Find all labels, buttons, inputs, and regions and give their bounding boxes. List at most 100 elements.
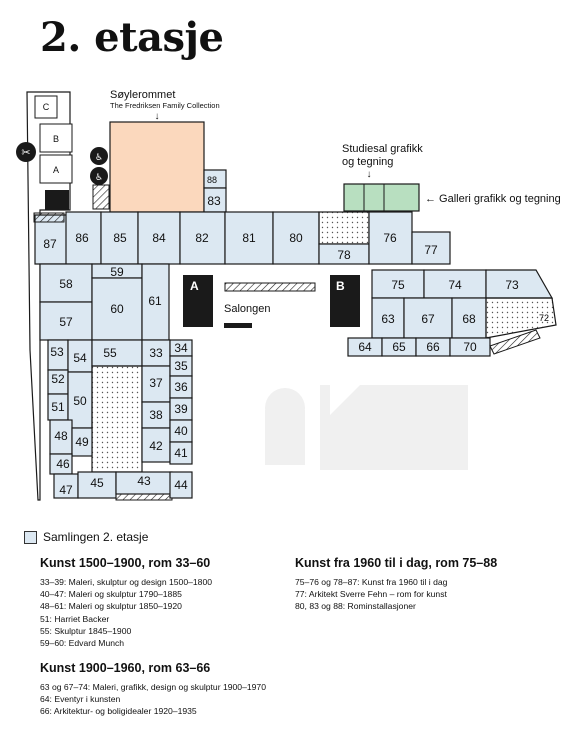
room-label: 45 bbox=[90, 476, 104, 490]
stairs-elevator-icon bbox=[45, 190, 69, 210]
room-label: 38 bbox=[149, 408, 163, 422]
section-item: 51: Harriet Backer bbox=[40, 613, 110, 624]
studiesal-label-1: Studiesal grafikk bbox=[342, 143, 423, 155]
studiesal-label-2: og tegning bbox=[342, 156, 393, 168]
section-1900-1960: Kunst 1900–1960, rom 63–66 63 og 67–74: … bbox=[40, 661, 266, 718]
background-decoration bbox=[265, 385, 468, 470]
west-block bbox=[39, 263, 170, 341]
room-label: 63 bbox=[381, 312, 395, 326]
service-rooms: C B A bbox=[34, 95, 73, 184]
room-label: 80 bbox=[289, 231, 303, 245]
stairs-b-label: B bbox=[336, 279, 345, 293]
room-label: 85 bbox=[113, 231, 127, 245]
section-item: 75–76 og 78–87: Kunst fra 1960 til i dag bbox=[295, 577, 448, 587]
room-label: 54 bbox=[73, 351, 87, 365]
scissors-icon: ✂ bbox=[16, 142, 36, 162]
north-gallery-row bbox=[33, 211, 451, 265]
salongen-label: Salongen bbox=[224, 303, 271, 315]
svg-text:♿: ♿ bbox=[95, 173, 103, 183]
room-label: 43 bbox=[137, 474, 151, 488]
down-arrow: ↓ bbox=[155, 111, 160, 122]
room-label: 49 bbox=[75, 435, 89, 449]
room-label: 50 bbox=[73, 394, 87, 408]
room-label: 44 bbox=[174, 478, 188, 492]
section-item: 66: Arkitektur- og boligidealer 1920–193… bbox=[40, 706, 197, 717]
room-label: 51 bbox=[51, 400, 65, 414]
room-label: 53 bbox=[50, 345, 64, 359]
svg-text:✂: ✂ bbox=[21, 146, 30, 159]
room-label: 34 bbox=[174, 341, 188, 355]
room-label: 74 bbox=[448, 278, 462, 292]
room-label: 36 bbox=[174, 380, 188, 394]
room-label: 39 bbox=[174, 402, 188, 416]
room-label: 82 bbox=[195, 231, 209, 245]
section-item: 40–47: Maleri og skulptur 1790–1885 bbox=[40, 589, 182, 600]
room-label: 87 bbox=[43, 237, 57, 251]
room-label: 48 bbox=[54, 429, 68, 443]
room-label: 70 bbox=[463, 340, 477, 354]
section-item: 59–60: Edvard Munch bbox=[40, 638, 125, 649]
south-west-block bbox=[47, 339, 193, 501]
room-label: 65 bbox=[392, 340, 406, 354]
room-label: 88 bbox=[207, 175, 217, 185]
room-label: 66 bbox=[426, 340, 440, 354]
room-label: 75 bbox=[391, 278, 405, 292]
legend: Samlingen 2. etasje bbox=[24, 530, 148, 544]
section-item: 55: Skulptur 1845–1900 bbox=[40, 625, 132, 636]
down-arrow: ↓ bbox=[367, 169, 372, 180]
room-label: 58 bbox=[59, 277, 73, 291]
section-item: 63 og 67–74: Maleri, grafikk, design og … bbox=[40, 682, 266, 692]
room-label: 37 bbox=[149, 376, 163, 390]
stairs-a-label: A bbox=[190, 279, 199, 293]
section-heading: Kunst 1900–1960, rom 63–66 bbox=[40, 661, 211, 675]
room-label: 41 bbox=[174, 446, 188, 460]
page-title: 2. etasje bbox=[40, 14, 224, 61]
room-label: 77 bbox=[424, 243, 438, 257]
room-label: A bbox=[53, 165, 59, 175]
room-label: 81 bbox=[242, 231, 256, 245]
soylerommet-label: Søylerommet bbox=[110, 89, 175, 101]
room-label: 78 bbox=[337, 248, 351, 262]
room-label: 64 bbox=[358, 340, 372, 354]
svg-text:♿: ♿ bbox=[95, 153, 103, 163]
legend-label: Samlingen 2. etasje bbox=[43, 530, 149, 544]
galleri-grafikk bbox=[343, 183, 420, 212]
room-label: 47 bbox=[59, 483, 73, 497]
room-label: 52 bbox=[51, 372, 65, 386]
room-label: 73 bbox=[505, 278, 519, 292]
floor-plan: C B A ✂ ♿ ♿ Søylerommet The Fredriksen F… bbox=[16, 89, 561, 501]
hatched-area bbox=[92, 184, 110, 210]
room-label: 83 bbox=[207, 194, 221, 208]
room-label: 76 bbox=[383, 231, 397, 245]
room-label: 86 bbox=[75, 231, 89, 245]
section-item: 64: Eventyr i kunsten bbox=[40, 694, 121, 705]
restroom-icon: ♿ bbox=[90, 147, 108, 165]
room-label: B bbox=[53, 134, 59, 144]
room-label: 59 bbox=[110, 265, 124, 279]
section-item: 48–61: Maleri og skulptur 1850–1920 bbox=[40, 601, 182, 612]
room-label: C bbox=[43, 102, 50, 112]
east-block bbox=[347, 269, 557, 357]
accessible-icon: ♿ bbox=[90, 167, 108, 185]
room-label: 72 bbox=[539, 313, 549, 323]
soylerommet-room bbox=[109, 121, 205, 213]
section-heading: Kunst 1500–1900, rom 33–60 bbox=[40, 556, 211, 570]
galleri-label: ← Galleri grafikk og tegning bbox=[425, 193, 561, 205]
room-label: 68 bbox=[462, 312, 476, 326]
room-label: 84 bbox=[152, 231, 166, 245]
room-label: 60 bbox=[110, 302, 124, 316]
section-item: 33–39: Maleri, skulptur og design 1500–1… bbox=[40, 577, 212, 587]
salongen bbox=[183, 275, 360, 328]
room-label: 46 bbox=[56, 457, 70, 471]
room-label: 42 bbox=[149, 439, 163, 453]
room-label: 33 bbox=[149, 346, 163, 360]
room-label: 61 bbox=[148, 294, 162, 308]
section-item: 77: Arkitekt Sverre Fehn – rom for kunst bbox=[295, 589, 447, 600]
room-label: 67 bbox=[421, 312, 435, 326]
section-item: 80, 83 og 88: Rominstallasjoner bbox=[295, 601, 416, 612]
room-label: 57 bbox=[59, 315, 73, 329]
room-label: 55 bbox=[103, 346, 117, 360]
section-heading: Kunst fra 1960 til i dag, rom 75–88 bbox=[295, 556, 498, 570]
section-1960-today: Kunst fra 1960 til i dag, rom 75–88 75–7… bbox=[295, 556, 497, 613]
room-label: 40 bbox=[174, 424, 188, 438]
